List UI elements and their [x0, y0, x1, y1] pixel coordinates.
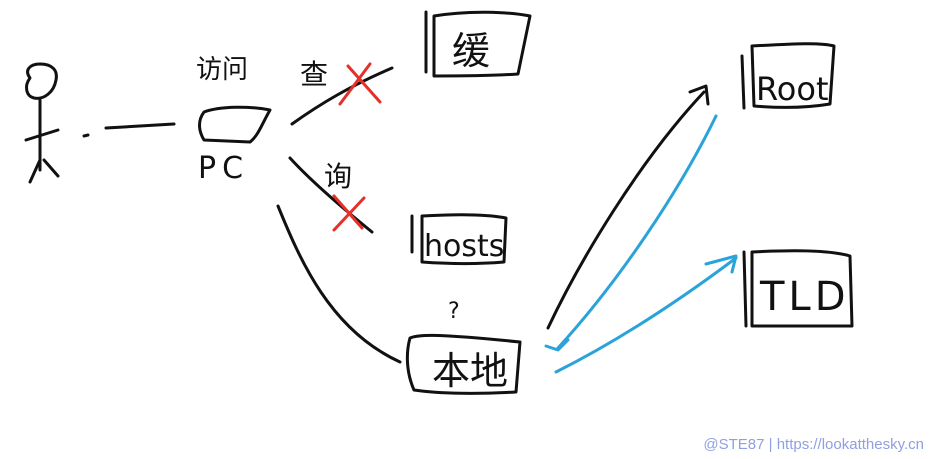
root-box: Root: [740, 42, 836, 110]
cache-box: 缓: [424, 10, 532, 78]
tld-label: TLD: [759, 274, 850, 320]
local-label: 本地: [432, 349, 508, 393]
user-to-pc-connector: [104, 122, 176, 130]
user-figure: [24, 62, 60, 184]
hosts-label: hosts: [424, 229, 504, 264]
hosts-box: hosts: [410, 213, 508, 265]
root-label: Root: [756, 70, 829, 108]
pc-visit-label: 访问: [196, 55, 248, 85]
local-to-tld-arrow: [554, 254, 738, 374]
user-to-pc-line: [82, 133, 90, 138]
pc-to-cache-line: [290, 66, 394, 126]
question-mark: ?: [448, 299, 460, 324]
local-to-root-arrow: [546, 84, 710, 330]
pc-screen-shape: [198, 105, 272, 144]
pc-node: 访问 PC: [196, 55, 272, 186]
local-box: 本地: [405, 333, 522, 395]
query-hosts-branch: 询: [288, 156, 374, 234]
lookup-label: 查: [300, 58, 328, 91]
query-label: 询: [324, 160, 352, 193]
lookup-cache-branch: 查: [290, 58, 394, 126]
cache-cross-mark-b: [338, 62, 372, 106]
hosts-cross-mark-a: [332, 194, 364, 230]
pc-to-local-line: [276, 204, 402, 364]
root-to-local-return-arrow: [544, 114, 718, 352]
pc-to-hosts-line: [288, 156, 374, 234]
tld-box: TLD: [742, 249, 854, 328]
cache-cross-mark-a: [346, 64, 382, 104]
pc-label: PC: [198, 151, 249, 186]
hosts-cross-mark-b: [332, 196, 366, 232]
watermark-text: @STE87 | https://lookatthesky.cn: [703, 436, 924, 453]
cache-label: 缓: [452, 29, 490, 73]
